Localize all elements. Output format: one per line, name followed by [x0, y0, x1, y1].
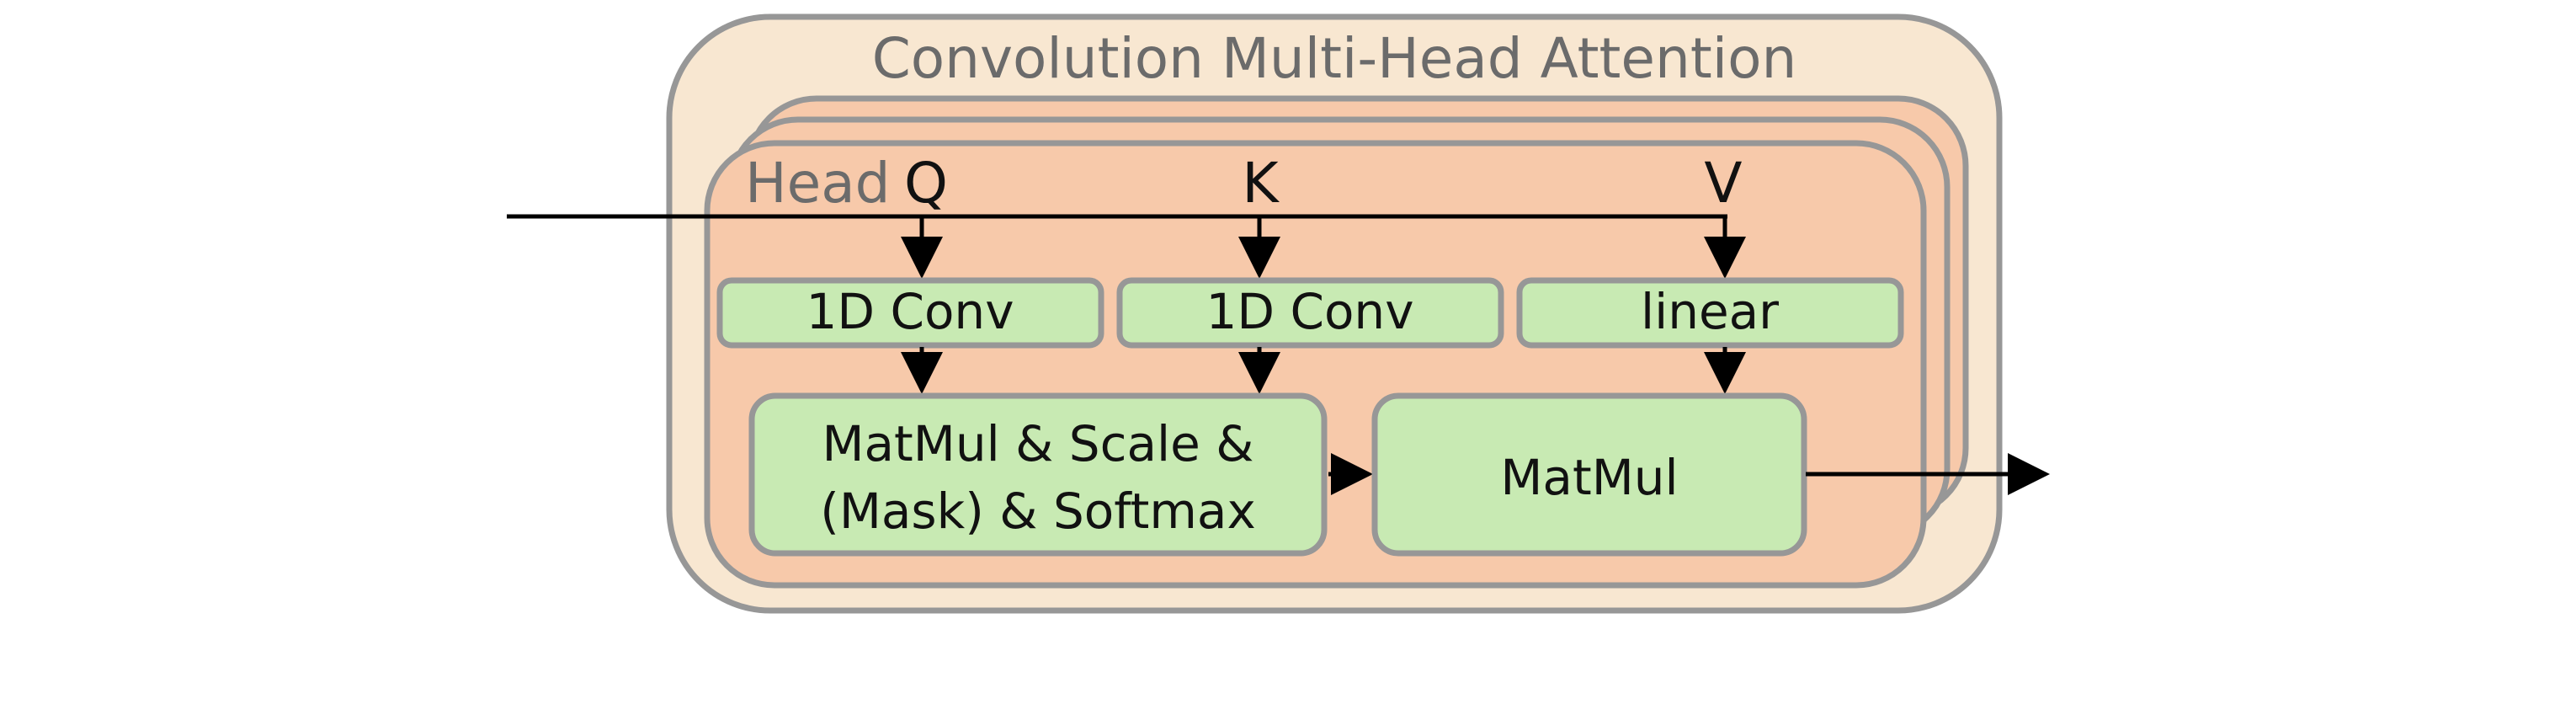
v-linear-label: linear — [1641, 283, 1779, 340]
v-linear-block — [1516, 277, 1904, 349]
q-conv-label: 1D Conv — [806, 283, 1014, 340]
matmul-block — [1371, 392, 1807, 557]
input-label-v: V — [1704, 151, 1742, 216]
input-label-q: Q — [904, 151, 948, 216]
k-conv-label: 1D Conv — [1206, 283, 1413, 340]
k-conv-block — [1116, 277, 1504, 349]
head-label: Head — [745, 151, 891, 216]
input-label-k: K — [1242, 151, 1280, 216]
q-conv-block — [716, 277, 1104, 349]
matmul-label: MatMul — [1500, 449, 1678, 506]
attention-block — [748, 392, 1328, 557]
attention-label-line1: MatMul & Scale & — [822, 415, 1253, 472]
attention-label-line2: (Mask) & Softmax — [820, 483, 1256, 540]
diagram-title: Convolution Multi-Head Attention — [872, 26, 1797, 91]
